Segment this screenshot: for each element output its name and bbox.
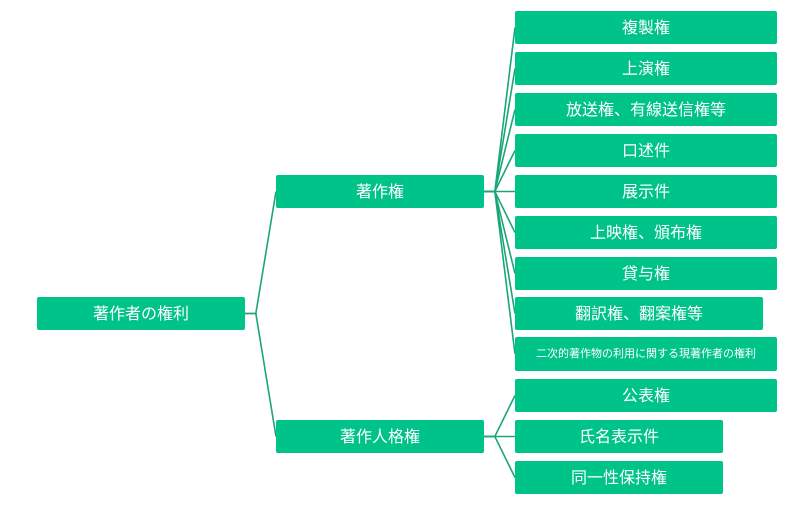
leaf-node-lending-right: 貸与権: [515, 257, 777, 290]
leaf-node-recitation-right: 口述件: [515, 134, 777, 167]
connector-branch-1-to-leaf-0: [484, 395, 516, 438]
leaf-node-performance-right: 上演権: [515, 52, 777, 85]
leaf-node-publication-right: 公表権: [515, 379, 777, 412]
connector-root-to-branch-1: [245, 312, 277, 437]
connector-branch-0-to-leaf-8: [484, 190, 516, 355]
leaf-node-integrity-right: 同一性保持権: [515, 461, 723, 494]
leaf-node-reproduction-right: 複製権: [515, 11, 777, 44]
leaf-node-translation-adaptation-right: 翻訳権、翻案権等: [515, 297, 763, 330]
leaf-node-attribution-right: 氏名表示件: [515, 420, 723, 453]
branch-node-copyright: 著作権: [276, 175, 484, 208]
connector-branch-1-to-leaf-2: [484, 435, 516, 478]
leaf-node-broadcast-right: 放送権、有線送信権等: [515, 93, 777, 126]
root-node-author-rights: 著作者の権利: [37, 297, 245, 330]
leaf-node-derivative-work-right: 二次的著作物の利用に関する現著作者の権利: [515, 337, 777, 371]
branch-node-moral-rights: 著作人格権: [276, 420, 484, 453]
leaf-node-screening-distribution-right: 上映権、頒布権: [515, 216, 777, 249]
connector-root-to-branch-0: [245, 191, 277, 315]
leaf-node-exhibition-right: 展示件: [515, 175, 777, 208]
